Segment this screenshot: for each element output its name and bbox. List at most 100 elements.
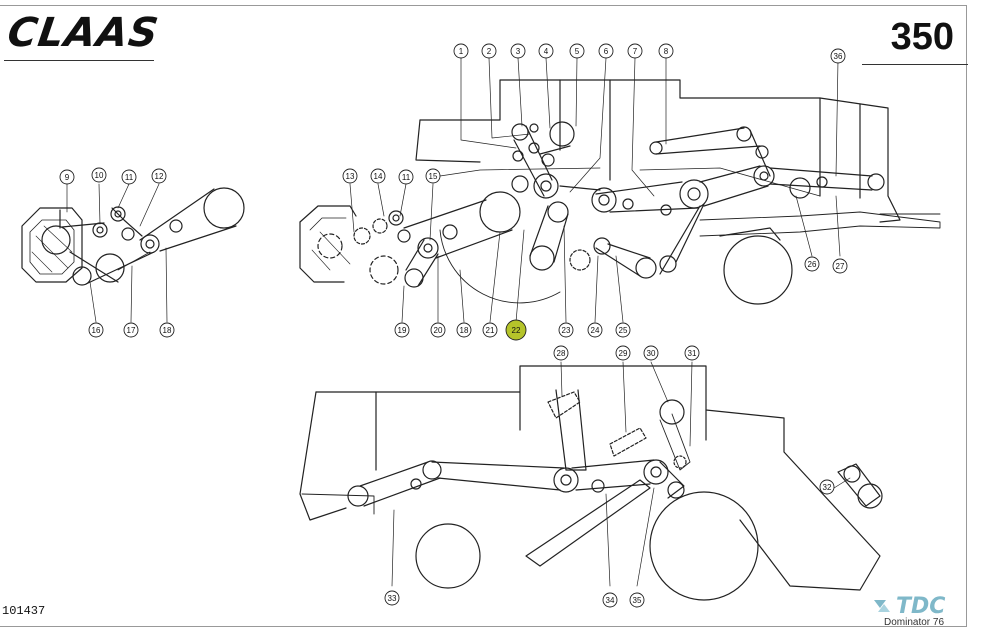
callout-label: 5 — [575, 47, 580, 56]
callout-label: 30 — [647, 349, 656, 358]
callout-marker — [598, 43, 614, 59]
callout-marker — [830, 48, 846, 64]
callout-label: 32 — [823, 483, 832, 492]
callout-label: 20 — [434, 326, 443, 335]
callout-marker — [342, 168, 358, 184]
callout-marker — [658, 43, 674, 59]
callout-label: 11 — [402, 173, 411, 182]
callout-label: 25 — [619, 326, 628, 335]
watermark-logo: TDC — [896, 594, 946, 619]
callout-label: 6 — [604, 47, 609, 56]
callout-22: 22 — [505, 319, 527, 341]
callout-label: 24 — [591, 326, 600, 335]
callout-17: 17 — [123, 322, 139, 338]
callout-marker — [553, 345, 569, 361]
callout-marker — [602, 592, 618, 608]
callout-label: 15 — [429, 172, 438, 181]
callout-32: 32 — [819, 479, 835, 495]
callout-marker — [643, 345, 659, 361]
callout-4: 4 — [538, 43, 554, 59]
leader-lines — [66, 57, 851, 587]
callout-label: 12 — [155, 172, 164, 181]
callout-13: 13 — [342, 168, 358, 184]
callout-marker — [425, 168, 441, 184]
callout-marker — [398, 169, 414, 185]
callout-marker — [832, 258, 848, 274]
callout-marker — [804, 256, 820, 272]
callout-marker — [615, 345, 631, 361]
callout-26: 26 — [804, 256, 820, 272]
callout-marker — [430, 322, 446, 338]
callout-label: 36 — [834, 52, 843, 61]
callout-marker — [558, 322, 574, 338]
callout-27: 27 — [832, 258, 848, 274]
callout-label: 22 — [512, 326, 521, 335]
callout-18: 18 — [456, 322, 472, 338]
callout-11: 11 — [398, 169, 414, 185]
callout-7: 7 — [627, 43, 643, 59]
callout-label: 13 — [346, 172, 355, 181]
callout-marker — [456, 322, 472, 338]
callout-20: 20 — [430, 322, 446, 338]
callout-8: 8 — [658, 43, 674, 59]
callout-label: 23 — [562, 326, 571, 335]
callout-34: 34 — [602, 592, 618, 608]
callout-9: 9 — [59, 169, 75, 185]
callout-30: 30 — [643, 345, 659, 361]
callout-marker — [615, 322, 631, 338]
callout-label: 8 — [664, 47, 669, 56]
callout-label: 35 — [633, 596, 642, 605]
model-label: Dominator 76 — [884, 617, 945, 628]
lower-combine-body — [299, 365, 883, 601]
callout-marker — [481, 43, 497, 59]
callout-label: 21 — [486, 326, 495, 335]
callout-31: 31 — [684, 345, 700, 361]
callout-24: 24 — [587, 322, 603, 338]
callout-marker — [510, 43, 526, 59]
callout-marker — [370, 168, 386, 184]
callout-label: 28 — [557, 349, 566, 358]
callout-marker — [151, 168, 167, 184]
callout-label: 26 — [808, 260, 817, 269]
callout-label: 29 — [619, 349, 628, 358]
callout-5: 5 — [569, 43, 585, 59]
callout-label: 17 — [127, 326, 136, 335]
callout-marker — [88, 322, 104, 338]
drawing-reference-number: 101437 — [2, 604, 46, 618]
brand-rule — [4, 60, 154, 61]
callout-label: 18 — [163, 326, 172, 335]
callout-label: 27 — [836, 262, 845, 271]
callout-10: 10 — [91, 167, 107, 183]
page-number-rule — [862, 64, 968, 65]
callout-label: 3 — [516, 47, 521, 56]
callout-28: 28 — [553, 345, 569, 361]
callout-12: 12 — [151, 168, 167, 184]
callout-marker — [629, 592, 645, 608]
callout-2: 2 — [481, 43, 497, 59]
callout-label: 10 — [95, 171, 104, 180]
callout-label: 18 — [460, 326, 469, 335]
frame-top-border — [0, 5, 966, 6]
callout-3: 3 — [510, 43, 526, 59]
callout-19: 19 — [394, 322, 410, 338]
callout-marker — [453, 43, 469, 59]
callout-15: 15 — [425, 168, 441, 184]
callout-marker — [569, 43, 585, 59]
callout-label: 34 — [606, 596, 615, 605]
callout-label: 16 — [92, 326, 101, 335]
callout-label: 33 — [388, 594, 397, 603]
callout-label: 9 — [65, 173, 70, 182]
callout-label: 2 — [487, 47, 492, 56]
callout-35: 35 — [629, 592, 645, 608]
callout-23: 23 — [558, 322, 574, 338]
callout-marker — [819, 479, 835, 495]
upper-combine-body — [299, 79, 941, 305]
page-number: 350 — [890, 16, 954, 58]
callout-label: 4 — [544, 47, 549, 56]
callout-label: 19 — [398, 326, 407, 335]
left-detail-drive — [21, 187, 245, 286]
callout-29: 29 — [615, 345, 631, 361]
